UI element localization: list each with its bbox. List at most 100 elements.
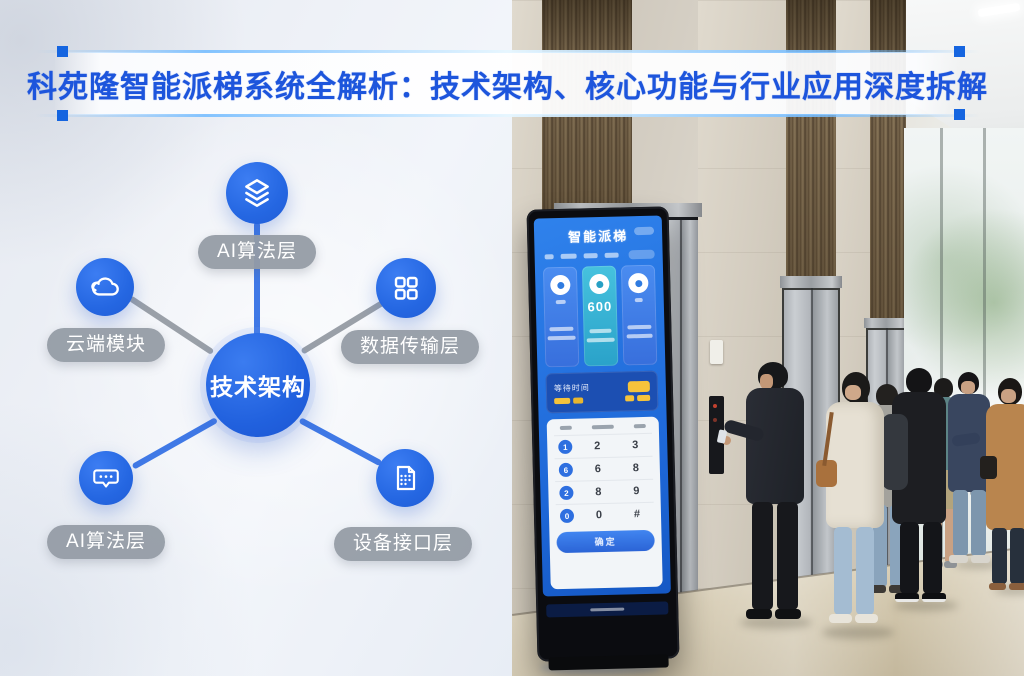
title-banner[interactable]: 科苑隆智能派梯系统全解析：技术架构、核心功能与行业应用深度拆解 [27, 50, 987, 117]
node-label-right: 数据传输层 [340, 330, 480, 364]
hub-label: 技术架构 [210, 374, 306, 400]
person-navy-jacket [944, 372, 992, 568]
person-leg [752, 502, 773, 610]
wood-slat-panel [868, 0, 906, 322]
person-face [1001, 389, 1016, 403]
floor-indicator-plate [710, 340, 723, 364]
kiosk-card [620, 264, 658, 366]
person-shoe [922, 593, 946, 602]
node-cloud [76, 258, 134, 316]
elevator-frame [864, 318, 908, 328]
person-backpack [882, 414, 908, 490]
door-seam [680, 220, 682, 638]
window-mullion [940, 128, 943, 564]
person-shadow [954, 560, 1002, 569]
person-suit [716, 362, 808, 624]
node-label-bottom-right-text: 设备接口层 [352, 533, 454, 554]
node-data-transfer [376, 258, 436, 318]
person-hand [722, 436, 731, 445]
person-shoe [829, 614, 852, 623]
table-cell: # [633, 508, 641, 521]
person-leg [856, 527, 874, 615]
table-cell: 9 [633, 485, 640, 498]
kiosk-card-active: 600 [581, 265, 619, 367]
person-cream-jacket [816, 372, 890, 628]
floor-badge: 0 [559, 508, 575, 524]
confirm-button: 确定 [556, 529, 655, 554]
table-cell: 2 [594, 440, 601, 453]
person-leg [834, 527, 852, 615]
node-label-top-text: AI算法层 [217, 241, 297, 262]
person-shoe [944, 561, 957, 568]
connector-center-bottom-right [298, 417, 383, 467]
kiosk-title-text: 智能派梯 [567, 228, 629, 245]
floor-badge: 1 [558, 439, 573, 455]
elevator-status-icon [550, 274, 571, 296]
person-shoe [869, 585, 886, 593]
elevator-status-icon [628, 272, 649, 294]
person-black-hoodie [882, 368, 950, 608]
wood-slat-panel [785, 0, 837, 280]
page-title: 科苑隆智能派梯系统全解析：技术架构、核心功能与行业应用深度拆解 [27, 70, 988, 104]
person-bag [980, 456, 997, 479]
kiosk-title: 智能派梯 [542, 225, 655, 247]
smart-elevator-kiosk: 智能派梯 600 [526, 206, 680, 671]
table-cell: 8 [632, 462, 640, 475]
person-shoe [775, 609, 801, 619]
node-ai-layer-top [226, 162, 288, 224]
node-device-interface [376, 449, 434, 507]
person-face [961, 381, 975, 394]
grid-icon [389, 271, 423, 305]
kiosk-tabs [543, 249, 655, 262]
person-torso [746, 388, 804, 504]
person-shoe [949, 555, 968, 563]
person-shadow [740, 616, 812, 629]
floor-badge: 6 [558, 462, 574, 478]
person-face [845, 385, 861, 400]
person-leg [945, 509, 954, 561]
kiosk-cards: 600 [542, 264, 658, 368]
elevator-status-icon [589, 273, 610, 295]
node-ai-layer-bottom [79, 451, 133, 505]
table-row: 6 6 8 [554, 455, 654, 482]
wait-time-value [625, 380, 651, 402]
selection-handle-top-right[interactable] [954, 46, 965, 57]
person-leg [953, 490, 968, 556]
kiosk-chip [628, 249, 655, 260]
selection-handle-top-left[interactable] [57, 46, 68, 57]
person-leg [1010, 528, 1024, 584]
table-cell: 3 [632, 439, 639, 452]
person-shoe [1009, 583, 1024, 590]
table-cell: 8 [595, 486, 602, 499]
table-row: 0 0 # [555, 501, 655, 528]
person-shoe [855, 614, 878, 623]
person-shadow [822, 626, 894, 639]
table-row: 2 8 9 [555, 478, 654, 505]
elevator-call-panel [709, 396, 724, 474]
person-leg [777, 502, 798, 610]
window-mullion [983, 128, 987, 564]
layers-icon [239, 175, 275, 211]
kiosk-card [542, 266, 580, 368]
table-cell: 6 [594, 463, 602, 476]
selection-handle-bottom-left[interactable] [57, 110, 68, 121]
hub-node: 技术架构 [206, 333, 310, 437]
node-label-right-text: 数据传输层 [359, 336, 461, 357]
node-label-top: AI算法层 [198, 235, 316, 269]
kiosk-lang-pill [633, 226, 655, 236]
node-label-bottom-left: AI算法层 [47, 525, 165, 559]
person-hair [906, 368, 932, 394]
wait-time-bar: 等待时间 [545, 370, 659, 414]
person-leg [971, 490, 986, 556]
table-row: 1 2 3 [554, 432, 653, 459]
person-leg [992, 528, 1007, 584]
connector-center-top [254, 222, 260, 338]
selection-handle-bottom-right[interactable] [954, 109, 965, 120]
person-leg [900, 522, 919, 594]
cloud-icon [87, 269, 123, 305]
person-shoe [889, 585, 906, 593]
kiosk-screen: 智能派梯 600 [533, 215, 671, 597]
person-face [760, 374, 773, 389]
floor-badge: 2 [559, 485, 574, 501]
